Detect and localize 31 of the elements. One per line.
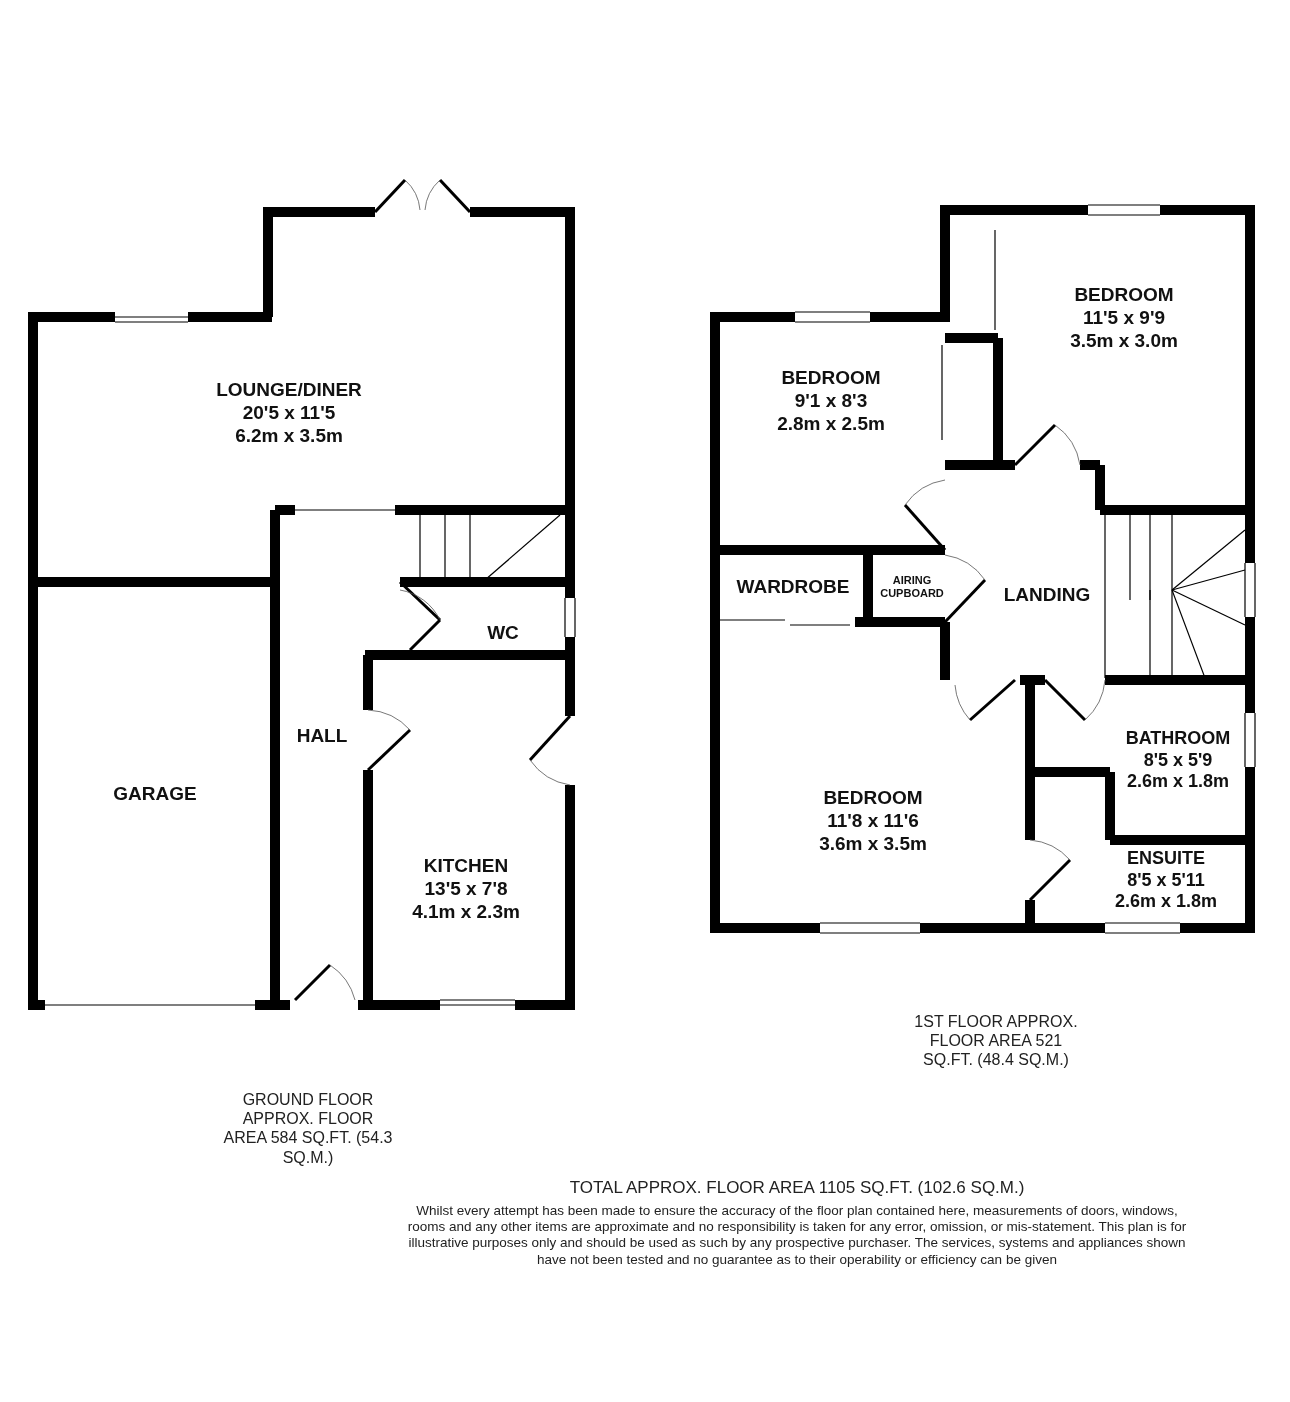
room-name: LANDING bbox=[1003, 583, 1091, 607]
room-dimensions: 11'8 x 11'6 bbox=[826, 809, 920, 833]
room-dimensions: 8'5 x 5'9 bbox=[1142, 749, 1214, 771]
room-dimensions: 2.8m x 2.5m bbox=[777, 412, 885, 436]
room-dimensions: 6.2m x 3.5m bbox=[234, 424, 344, 448]
disclaimer-note: Whilst every attempt has been made to ensure the accuracy of the floor plan contained here, measurements of doors, windows, rooms and any other items are approximate and no responsibility is taken for any error, omission, or mis-statement. This plan is for illustrative purposes only and should be used as such by any prospective purchaser. The services, systems and appliances shown have not been tested and no guarantee as to their operability or efficiency can be given bbox=[406, 1203, 1188, 1268]
floor-area-note: GROUND FLOOR APPROX. FLOOR AREA 584 SQ.FT. (54.3 SQ.M.) bbox=[223, 1090, 393, 1167]
room-dimensions: 8'5 x 5'11 bbox=[1126, 869, 1206, 891]
room-dimensions: 2.6m x 1.8m bbox=[1125, 770, 1231, 793]
room-dimensions: 20'5 x 11'5 bbox=[241, 401, 337, 425]
room-dimensions: 13'5 x 7'8 bbox=[423, 877, 509, 901]
room-dimensions: 4.1m x 2.3m bbox=[412, 900, 520, 924]
room-name: GARAGE bbox=[113, 782, 197, 806]
room-name: BATHROOM bbox=[1125, 727, 1231, 750]
room-name: BEDROOM bbox=[822, 786, 924, 810]
room-name: BEDROOM bbox=[1073, 283, 1175, 307]
room-name: HALL bbox=[296, 724, 348, 748]
room-dimensions: 2.6m x 1.8m bbox=[1114, 890, 1218, 913]
room-dimensions: 3.5m x 3.0m bbox=[1070, 329, 1178, 353]
room-name: ENSUITE bbox=[1126, 847, 1206, 870]
room-name: BEDROOM bbox=[780, 366, 882, 390]
room-dimensions: 9'1 x 8'3 bbox=[793, 389, 869, 413]
room-name: WC bbox=[487, 621, 519, 645]
room-name: AIRING CUPBOARD bbox=[879, 573, 945, 601]
floor-area-note: 1ST FLOOR APPROX. FLOOR AREA 521 SQ.FT. (48.4 SQ.M.) bbox=[913, 1012, 1079, 1070]
room-name: KITCHEN bbox=[422, 854, 510, 878]
total-area-note: TOTAL APPROX. FLOOR AREA 1105 SQ.FT. (102.6 SQ.M.) bbox=[568, 1178, 1026, 1199]
room-dimensions: 11'5 x 9'9 bbox=[1082, 306, 1166, 330]
room-name: WARDROBE bbox=[736, 575, 850, 599]
room-name: LOUNGE/DINER bbox=[216, 378, 362, 402]
room-dimensions: 3.6m x 3.5m bbox=[819, 832, 927, 856]
